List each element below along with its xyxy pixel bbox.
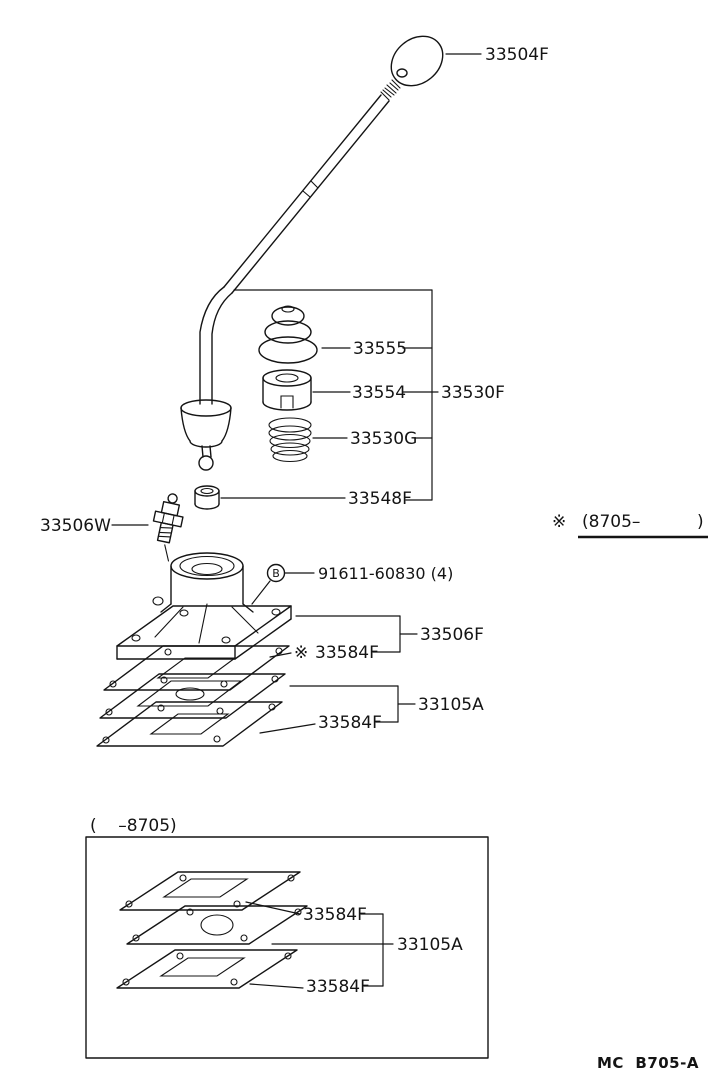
label-33555: 33555	[353, 339, 407, 359]
leader-lines	[111, 53, 708, 989]
label-33530G: 33530G	[350, 429, 417, 449]
note-marker: ※	[552, 512, 566, 532]
label-33105A: 33105A	[418, 695, 484, 715]
label-33504F: 33504F	[485, 45, 549, 65]
shift-knob-drawing	[390, 35, 444, 87]
inset-label-33584F-lower: 33584F	[306, 977, 370, 997]
ring-drawing	[194, 485, 220, 510]
bolt-symbol-letter: B	[272, 567, 280, 580]
bushing-drawing	[262, 369, 312, 411]
inset-label-33105A: 33105A	[397, 935, 463, 955]
inset-range-label: ( –8705)	[90, 816, 177, 836]
gasket-stack-drawing	[96, 645, 290, 747]
label-33554: 33554	[352, 383, 406, 403]
inset-gasket-stack-drawing	[116, 871, 308, 989]
label-33584F-upper: 33584F	[315, 643, 379, 663]
bolt-symbol-circle	[266, 563, 286, 583]
lever-socket	[180, 399, 232, 471]
shift-lever-drawing	[180, 35, 444, 471]
inset-box	[85, 836, 489, 1059]
label-33506W: 33506W	[40, 516, 111, 536]
boot-drawing	[258, 305, 318, 364]
plug-drawing	[152, 493, 184, 562]
note-range-close: )	[697, 512, 704, 532]
gasket-marker: ※	[294, 643, 308, 663]
footer-code: MC B705-A	[597, 1054, 699, 1072]
lever-thread	[380, 79, 401, 101]
label-33584F-lower: 33584F	[318, 713, 382, 733]
label-33530F: 33530F	[441, 383, 505, 403]
label-33548F: 33548F	[348, 489, 412, 509]
retainer-housing-drawing	[116, 552, 292, 660]
inset-label-33584F-upper: 33584F	[303, 905, 367, 925]
label-33506F: 33506F	[420, 625, 484, 645]
spring-drawing	[268, 417, 312, 463]
label-bolt-part-no: 91611-60830 (4)	[318, 564, 453, 583]
note-range-open: (8705–	[582, 512, 640, 532]
